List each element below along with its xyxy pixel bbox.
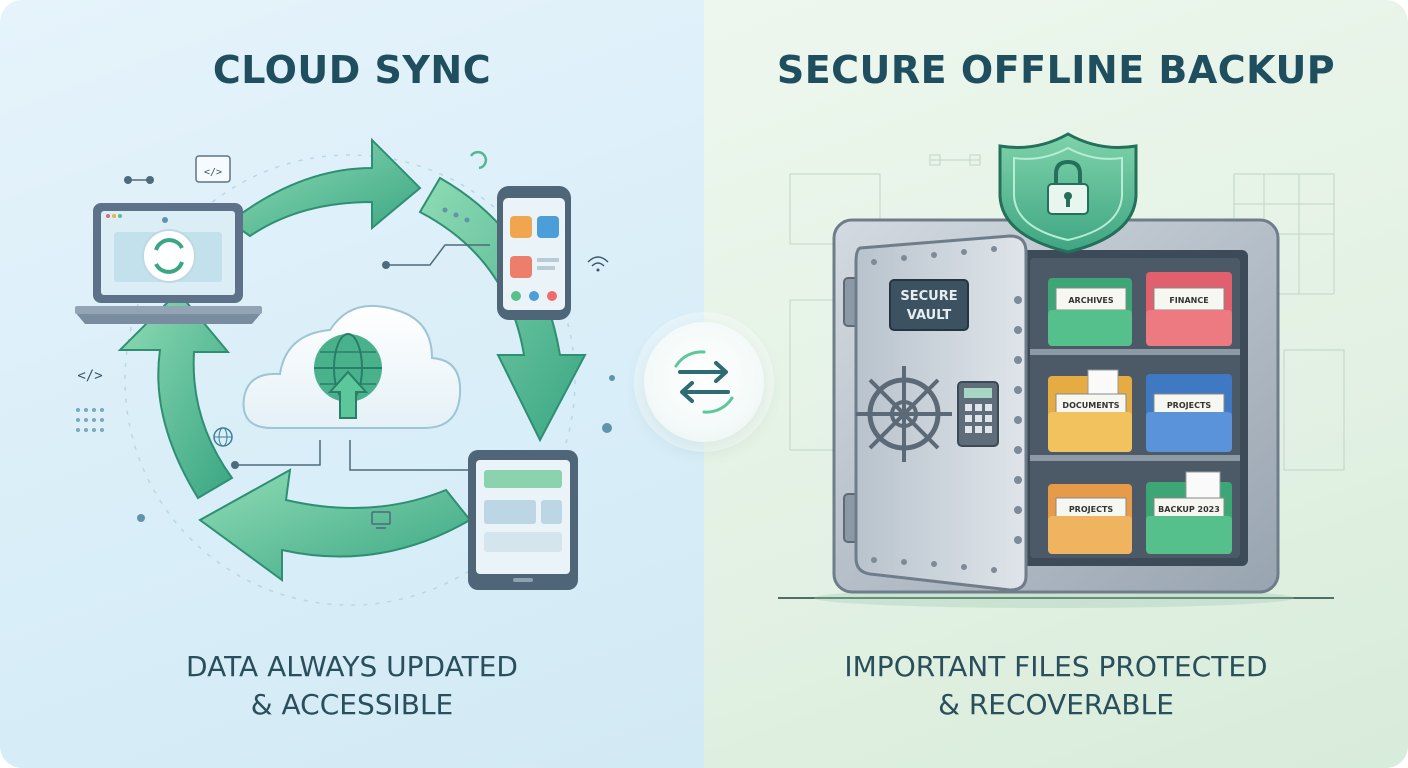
code-window-icon: </> xyxy=(195,155,231,183)
refresh-small-icon xyxy=(469,150,488,170)
cloud-sync-caption-line2: & ACCESSIBLE xyxy=(250,688,454,721)
cloud-sync-caption-line1: DATA ALWAYS UPDATED xyxy=(186,650,518,683)
folder-label: PROJECTS xyxy=(1167,401,1212,410)
svg-text:</>: </> xyxy=(204,167,222,178)
vault-illustration: ARCHIVES FINANCE DOCUMENTS xyxy=(778,132,1345,608)
vault-wheel-icon xyxy=(856,366,952,462)
vault-plate-line2: VAULT xyxy=(907,308,952,323)
swap-arrows-icon xyxy=(644,322,764,442)
folder-label: PROJECTS xyxy=(1069,505,1114,514)
accent-dots xyxy=(137,207,615,522)
keypad-icon xyxy=(957,381,999,447)
folder-label: ARCHIVES xyxy=(1068,296,1114,305)
cloud-sync-illustration: </> </> xyxy=(75,137,615,606)
folder-backup-2023: BACKUP 2023 xyxy=(1146,471,1232,554)
folder-projects: PROJECTS xyxy=(1146,374,1232,452)
orbit-ring xyxy=(124,154,576,606)
folder-label: FINANCE xyxy=(1169,296,1208,305)
wifi-icon xyxy=(587,256,609,272)
offline-backup-title: SECURE OFFLINE BACKUP xyxy=(776,48,1336,92)
cloud-sync-title: CLOUD SYNC xyxy=(212,48,492,92)
vault-plate-line1: SECURE xyxy=(900,289,957,304)
folder-projects-2: PROJECTS xyxy=(1048,484,1132,554)
background-grid xyxy=(789,154,1345,471)
code-icon: </> xyxy=(77,368,102,384)
cloud-sync-caption: DATA ALWAYS UPDATED & ACCESSIBLE xyxy=(0,648,704,724)
globe-small-icon xyxy=(213,427,233,447)
tablet-icon xyxy=(468,450,578,590)
laptop-icon xyxy=(75,203,262,324)
cloud-sync-panel: CLOUD SYNC xyxy=(0,0,704,768)
folder-label: BACKUP 2023 xyxy=(1158,505,1220,514)
offline-backup-caption-line1: IMPORTANT FILES PROTECTED xyxy=(844,650,1268,683)
svg-text:</>: </> xyxy=(77,368,102,384)
network-nodes xyxy=(124,176,390,469)
shield-lock-icon xyxy=(998,132,1138,254)
offline-backup-caption: IMPORTANT FILES PROTECTED & RECOVERABLE xyxy=(704,648,1408,724)
smartphone-icon xyxy=(497,186,571,320)
folder-label: DOCUMENTS xyxy=(1062,401,1119,410)
offline-backup-caption-line2: & RECOVERABLE xyxy=(938,688,1174,721)
dot-grid xyxy=(76,408,104,432)
folder-documents: DOCUMENTS xyxy=(1048,369,1132,452)
monitor-small-icon xyxy=(371,511,391,529)
offline-backup-panel: SECURE OFFLINE BACKUP xyxy=(704,0,1408,768)
safe-icon: ARCHIVES FINANCE DOCUMENTS xyxy=(832,218,1280,594)
folder-archives: ARCHIVES xyxy=(1048,278,1132,346)
folder-finance: FINANCE xyxy=(1146,272,1232,346)
cloud-upload-icon xyxy=(242,305,462,429)
